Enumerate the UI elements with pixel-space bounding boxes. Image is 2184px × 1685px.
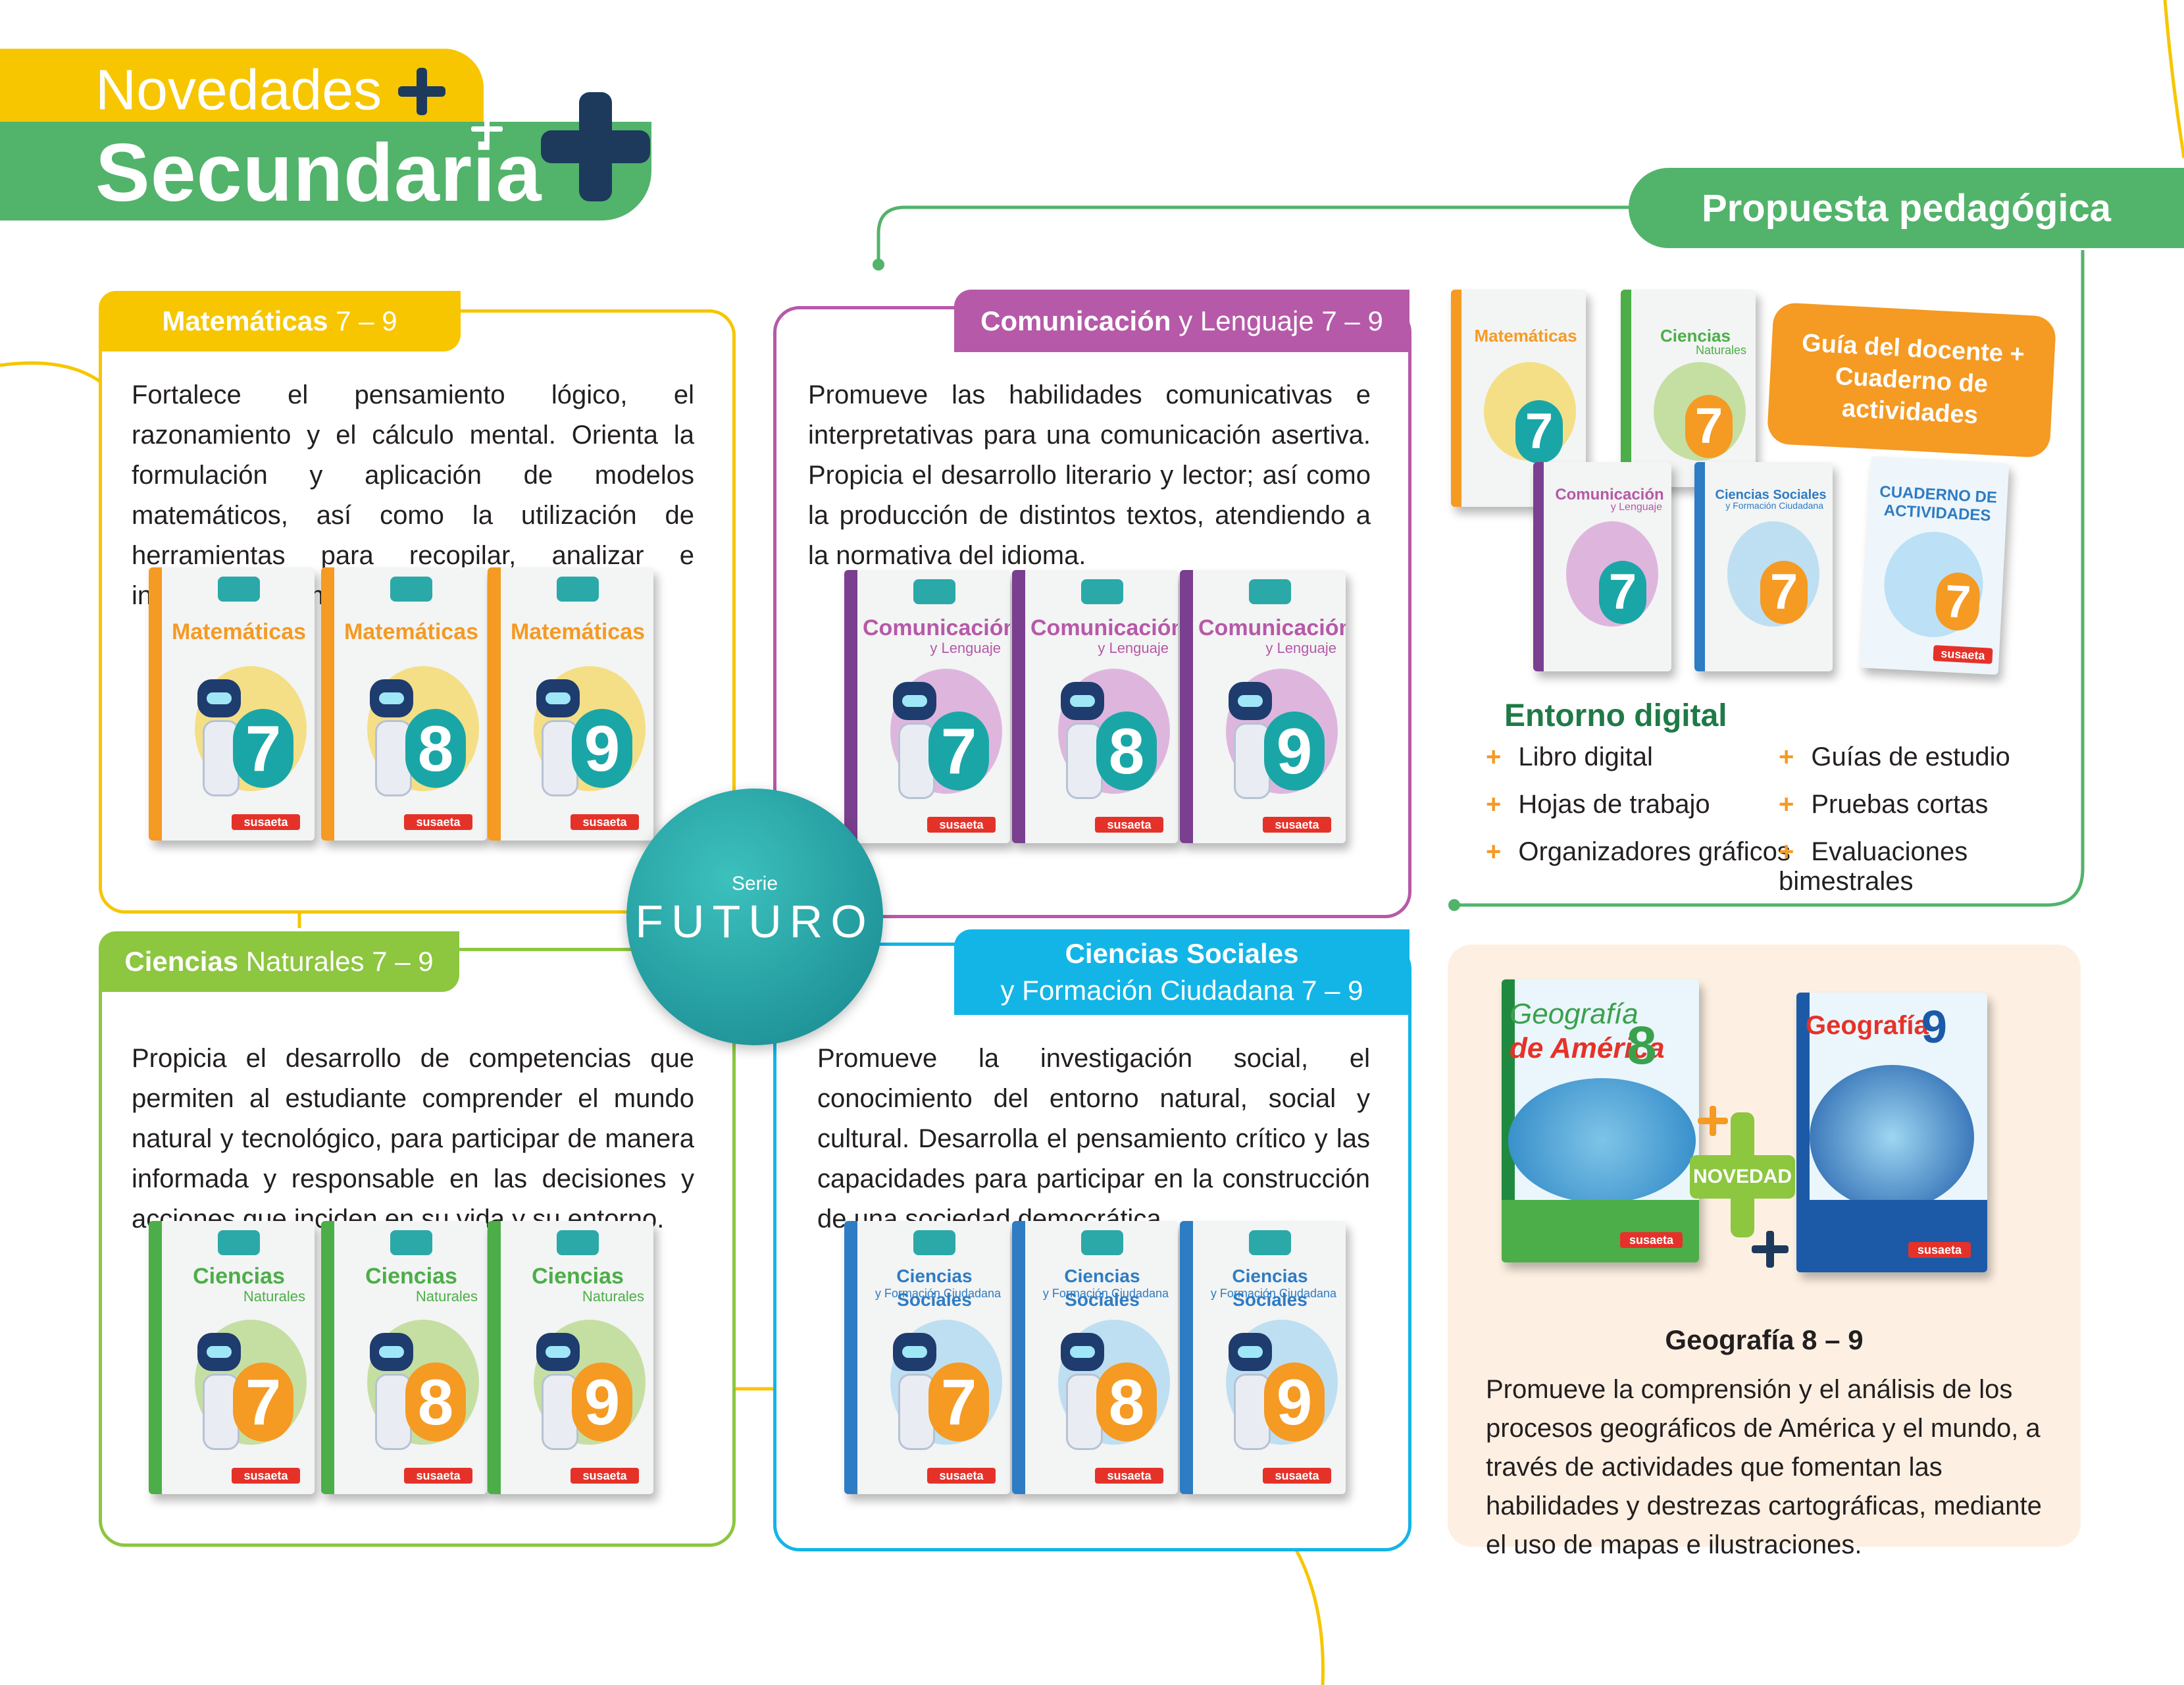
entorno-list: +Libro digital +Guías de estudio +Hojas … xyxy=(1486,742,2078,896)
entorno-item: +Hojas de trabajo xyxy=(1486,790,1710,819)
guia-docente-tag: Guía del docente + Cuaderno de actividad… xyxy=(1766,301,2057,459)
book-ciencias-7: Ciencias Naturales 7 susaeta xyxy=(149,1221,315,1494)
book-sociales-8: Ciencias Sociales y Formación Ciudadana … xyxy=(1012,1221,1178,1494)
entorno-item: +Guías de estudio xyxy=(1779,742,2010,771)
plus-icon: + xyxy=(1486,790,1502,819)
plus-icon: + xyxy=(1779,742,1794,771)
serie-futuro-logo: Serie FUTURO xyxy=(626,789,883,1045)
entorno-item: +Organizadores gráficos xyxy=(1486,837,1790,866)
propuesta-book-sociales: Ciencias Sociales y Formación Ciudadana … xyxy=(1694,462,1833,671)
text-ciencias-sociales: Promueve la investigación social, el con… xyxy=(817,1044,1370,1233)
book-matematicas-9: Matemáticas 9 susaeta xyxy=(488,567,653,841)
plus-icon: + xyxy=(1486,742,1502,771)
book-ciencias-8: Ciencias Naturales 8 susaeta xyxy=(321,1221,487,1494)
book-sociales-7: Ciencias Sociales y Formación Ciudadana … xyxy=(844,1221,1010,1494)
books-matematicas: Matemáticas 7 susaeta Matemáticas 8 susa… xyxy=(149,567,695,844)
book-matematicas-8: Matemáticas 8 susaeta xyxy=(321,567,487,841)
entorno-item: +Evaluaciones bimestrales xyxy=(1779,837,1968,896)
entorno-title: Entorno digital xyxy=(1504,698,1727,733)
header-novedades: Novedades xyxy=(95,59,382,122)
serie-label: Serie xyxy=(731,873,778,894)
book-sociales-9: Ciencias Sociales y Formación Ciudadana … xyxy=(1180,1221,1346,1494)
text-ciencias-naturales: Propicia el desarrollo de competencias q… xyxy=(132,1044,694,1233)
entorno-item: +Pruebas cortas xyxy=(1779,790,1989,819)
book-comunicacion-9: Comunicación y Lenguaje 9 susaeta xyxy=(1180,570,1346,843)
propuesta-book-ciencias: Ciencias Naturales 7 xyxy=(1621,290,1756,487)
propuesta-books: Matemáticas 7 Ciencias Naturales 7 Comun… xyxy=(1451,290,2017,675)
propuesta-book-matematicas: Matemáticas 7 xyxy=(1451,290,1586,507)
plus-icon-small xyxy=(471,113,503,145)
books-comunicacion: Comunicación y Lenguaje 7 susaeta Comuni… xyxy=(844,570,1390,846)
entorno-item: +Libro digital xyxy=(1486,742,1653,771)
books-ciencias-sociales: Ciencias Sociales y Formación Ciudadana … xyxy=(844,1221,1390,1497)
futuro-wordmark: FUTURO xyxy=(635,896,875,947)
cuaderno-de-actividades-cover: CUADERNO DE ACTIVIDADES 7 susaeta xyxy=(1860,455,2010,675)
book-geografia-9: Geografía 9 susaeta xyxy=(1796,993,1987,1272)
plus-icon: + xyxy=(1779,837,1794,866)
book-ciencias-9: Ciencias Naturales 9 susaeta xyxy=(488,1221,653,1494)
plus-icon-large xyxy=(541,92,650,201)
tab-ciencias-sociales: Ciencias Sociales y Formación Ciudadana … xyxy=(954,929,1409,1015)
header-secundaria: Secundaria xyxy=(95,128,542,219)
text-comunicacion: Promueve las habilidades comunicativas e… xyxy=(808,380,1371,570)
geografia-text: Promueve la comprensión y el análisis de… xyxy=(1486,1375,2042,1559)
geografia-title: Geografía 8 – 9 xyxy=(1665,1324,1864,1355)
plus-icon-orange xyxy=(1698,1106,1728,1136)
novedad-badge: NOVEDAD xyxy=(1690,1155,1795,1199)
tab-comunicacion: Comunicación y Lenguaje 7 – 9 xyxy=(954,290,1409,352)
propuesta-title: Propuesta pedagógica xyxy=(1629,168,2184,248)
plus-icon xyxy=(398,68,445,115)
guia-docente-text: Guía del docente + Cuaderno de actividad… xyxy=(1801,328,2025,429)
plus-icon: + xyxy=(1486,837,1502,866)
tab-ciencias-naturales: Ciencias Naturales 7 – 9 xyxy=(99,931,459,992)
book-geografia-america-8: Geografía de América 8 susaeta xyxy=(1502,979,1699,1262)
tab-matematicas: Matemáticas 7 – 9 xyxy=(99,291,461,351)
plus-icon-navy xyxy=(1752,1231,1789,1268)
books-ciencias-naturales: Ciencias Naturales 7 susaeta Ciencias Na… xyxy=(149,1221,695,1497)
book-comunicacion-7: Comunicación y Lenguaje 7 susaeta xyxy=(844,570,1010,843)
plus-icon: + xyxy=(1779,790,1794,819)
propuesta-book-comunicacion: Comunicación y Lenguaje 7 xyxy=(1533,462,1671,671)
book-matematicas-7: Matemáticas 7 susaeta xyxy=(149,567,315,841)
book-comunicacion-8: Comunicación y Lenguaje 8 susaeta xyxy=(1012,570,1178,843)
